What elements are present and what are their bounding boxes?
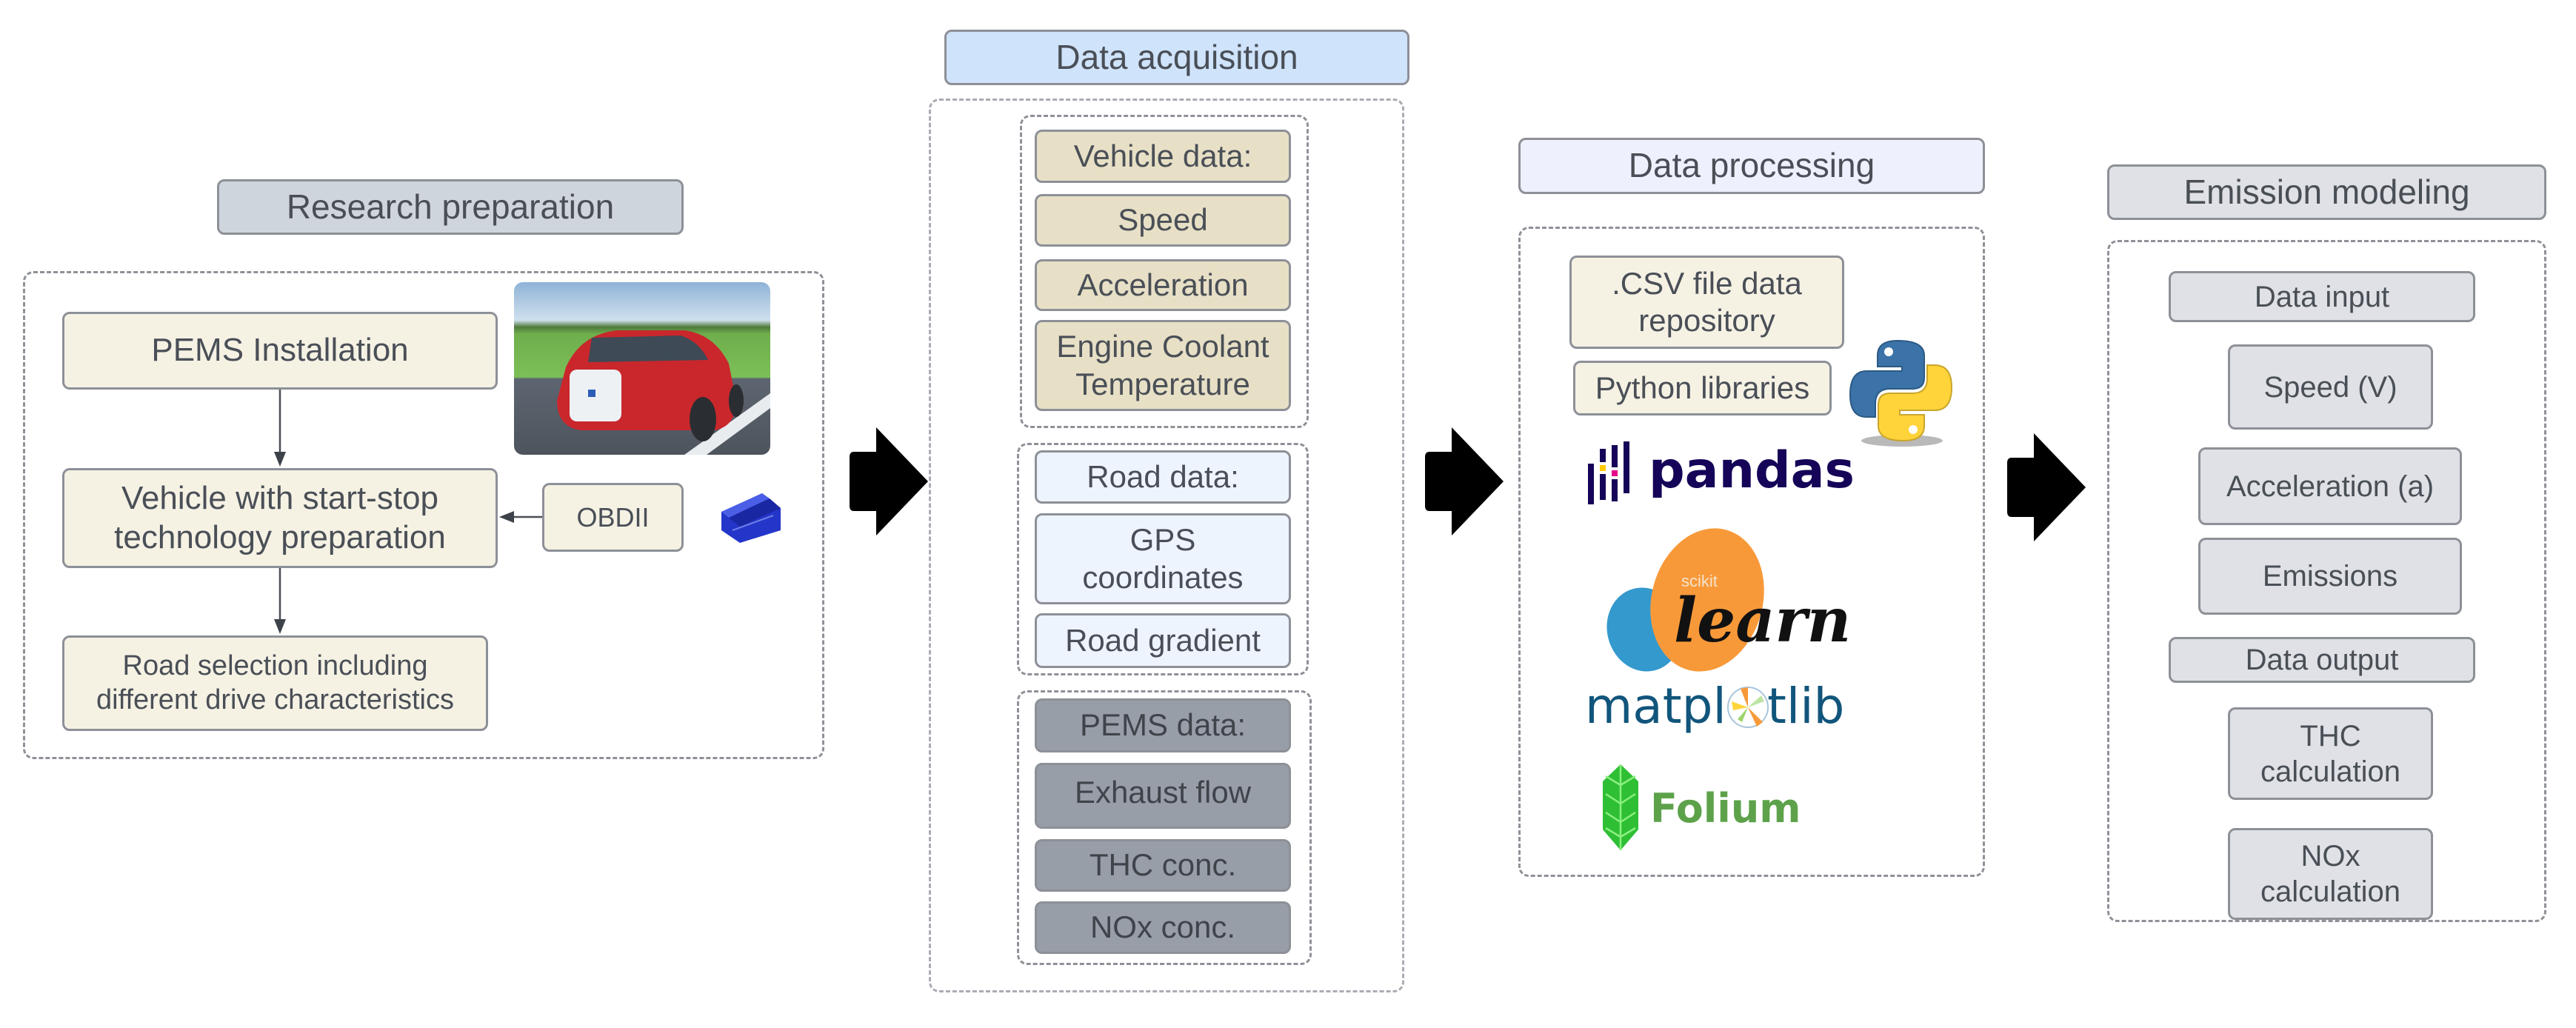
- vehicle-preparation-box: Vehicle with start-stop technology prepa…: [62, 468, 498, 568]
- vehicle-data-acceleration: Acceleration: [1035, 259, 1291, 311]
- folium-logo: Folium: [1600, 763, 1801, 852]
- data-input-label: Data input: [2169, 271, 2475, 322]
- flow-arrow-3-icon: [2007, 433, 2086, 541]
- input-emissions: Emissions: [2198, 538, 2462, 615]
- data-processing-header: Data processing: [1518, 138, 1985, 194]
- data-processing-container: [1518, 227, 1985, 877]
- folium-wordmark: Folium: [1650, 785, 1801, 832]
- scikit-small-text: scikit: [1681, 572, 1718, 590]
- python-logo-icon: [1849, 339, 1953, 447]
- pandas-logo: pandas: [1586, 437, 1855, 511]
- connector-obd-to-vehicle: [499, 511, 542, 523]
- python-libraries-box: Python libraries: [1573, 361, 1832, 415]
- road-data-group: [1017, 443, 1309, 675]
- road-data-gps: GPS coordinates: [1035, 513, 1291, 604]
- matplotlib-text-b: tlib: [1767, 678, 1845, 735]
- input-speed: Speed (V): [2228, 344, 2433, 430]
- road-data-gradient: Road gradient: [1035, 613, 1291, 668]
- pems-data-nox: NOx conc.: [1035, 901, 1291, 954]
- road-data-title: Road data:: [1035, 450, 1291, 504]
- data-output-label: Data output: [2169, 637, 2475, 683]
- scikit-learn-logo: scikit learn: [1585, 526, 1851, 681]
- csv-repository-box: .CSV file data repository: [1569, 256, 1844, 349]
- pandas-wordmark: pandas: [1649, 441, 1855, 500]
- pems-data-title: PEMS data:: [1035, 698, 1291, 752]
- flow-arrow-2-icon: [1425, 427, 1504, 535]
- matplotlib-text-a: matpl: [1585, 678, 1726, 735]
- scikit-learn-shapes-icon: [1606, 528, 1764, 672]
- folium-leaf-icon: [1603, 764, 1638, 850]
- obdii-box: OBDII: [542, 483, 684, 552]
- obd-adapter-icon: [721, 493, 781, 543]
- emission-modeling-container: [2107, 240, 2546, 922]
- connector-vehicle-to-road: [274, 568, 286, 634]
- pems-data-exhaust-flow: Exhaust flow: [1035, 763, 1291, 829]
- pems-data-thc: THC conc.: [1035, 839, 1291, 892]
- output-thc-calculation: THC calculation: [2228, 707, 2433, 800]
- car-with-pems-photo: [514, 282, 770, 455]
- road-selection-box: Road selection including different drive…: [62, 635, 488, 731]
- learn-text: learn: [1674, 585, 1852, 656]
- research-preparation-container: [23, 271, 824, 759]
- matplotlib-logo: matpl tlib: [1585, 678, 1852, 737]
- connector-pems-to-vehicle: [274, 390, 286, 467]
- vehicle-data-group: [1020, 115, 1309, 428]
- emission-modeling-header: Emission modeling: [2107, 164, 2546, 220]
- pandas-bars-icon: [1588, 441, 1629, 504]
- flow-arrow-1-icon: [850, 427, 928, 535]
- data-acquisition-container: [929, 99, 1404, 992]
- pems-installation-box: PEMS Installation: [62, 312, 498, 390]
- input-acceleration: Acceleration (a): [2198, 447, 2462, 525]
- data-acquisition-header: Data acquisition: [944, 30, 1409, 85]
- pems-data-group: [1017, 690, 1312, 965]
- vehicle-data-engine-coolant: Engine Coolant Temperature: [1035, 320, 1291, 411]
- vehicle-data-speed: Speed: [1035, 194, 1291, 247]
- vehicle-data-title: Vehicle data:: [1035, 130, 1291, 183]
- matplotlib-polar-icon: [1727, 687, 1769, 728]
- car-illustration-icon: [557, 330, 770, 455]
- research-preparation-header: Research preparation: [217, 179, 684, 235]
- output-nox-calculation: NOx calculation: [2228, 828, 2433, 920]
